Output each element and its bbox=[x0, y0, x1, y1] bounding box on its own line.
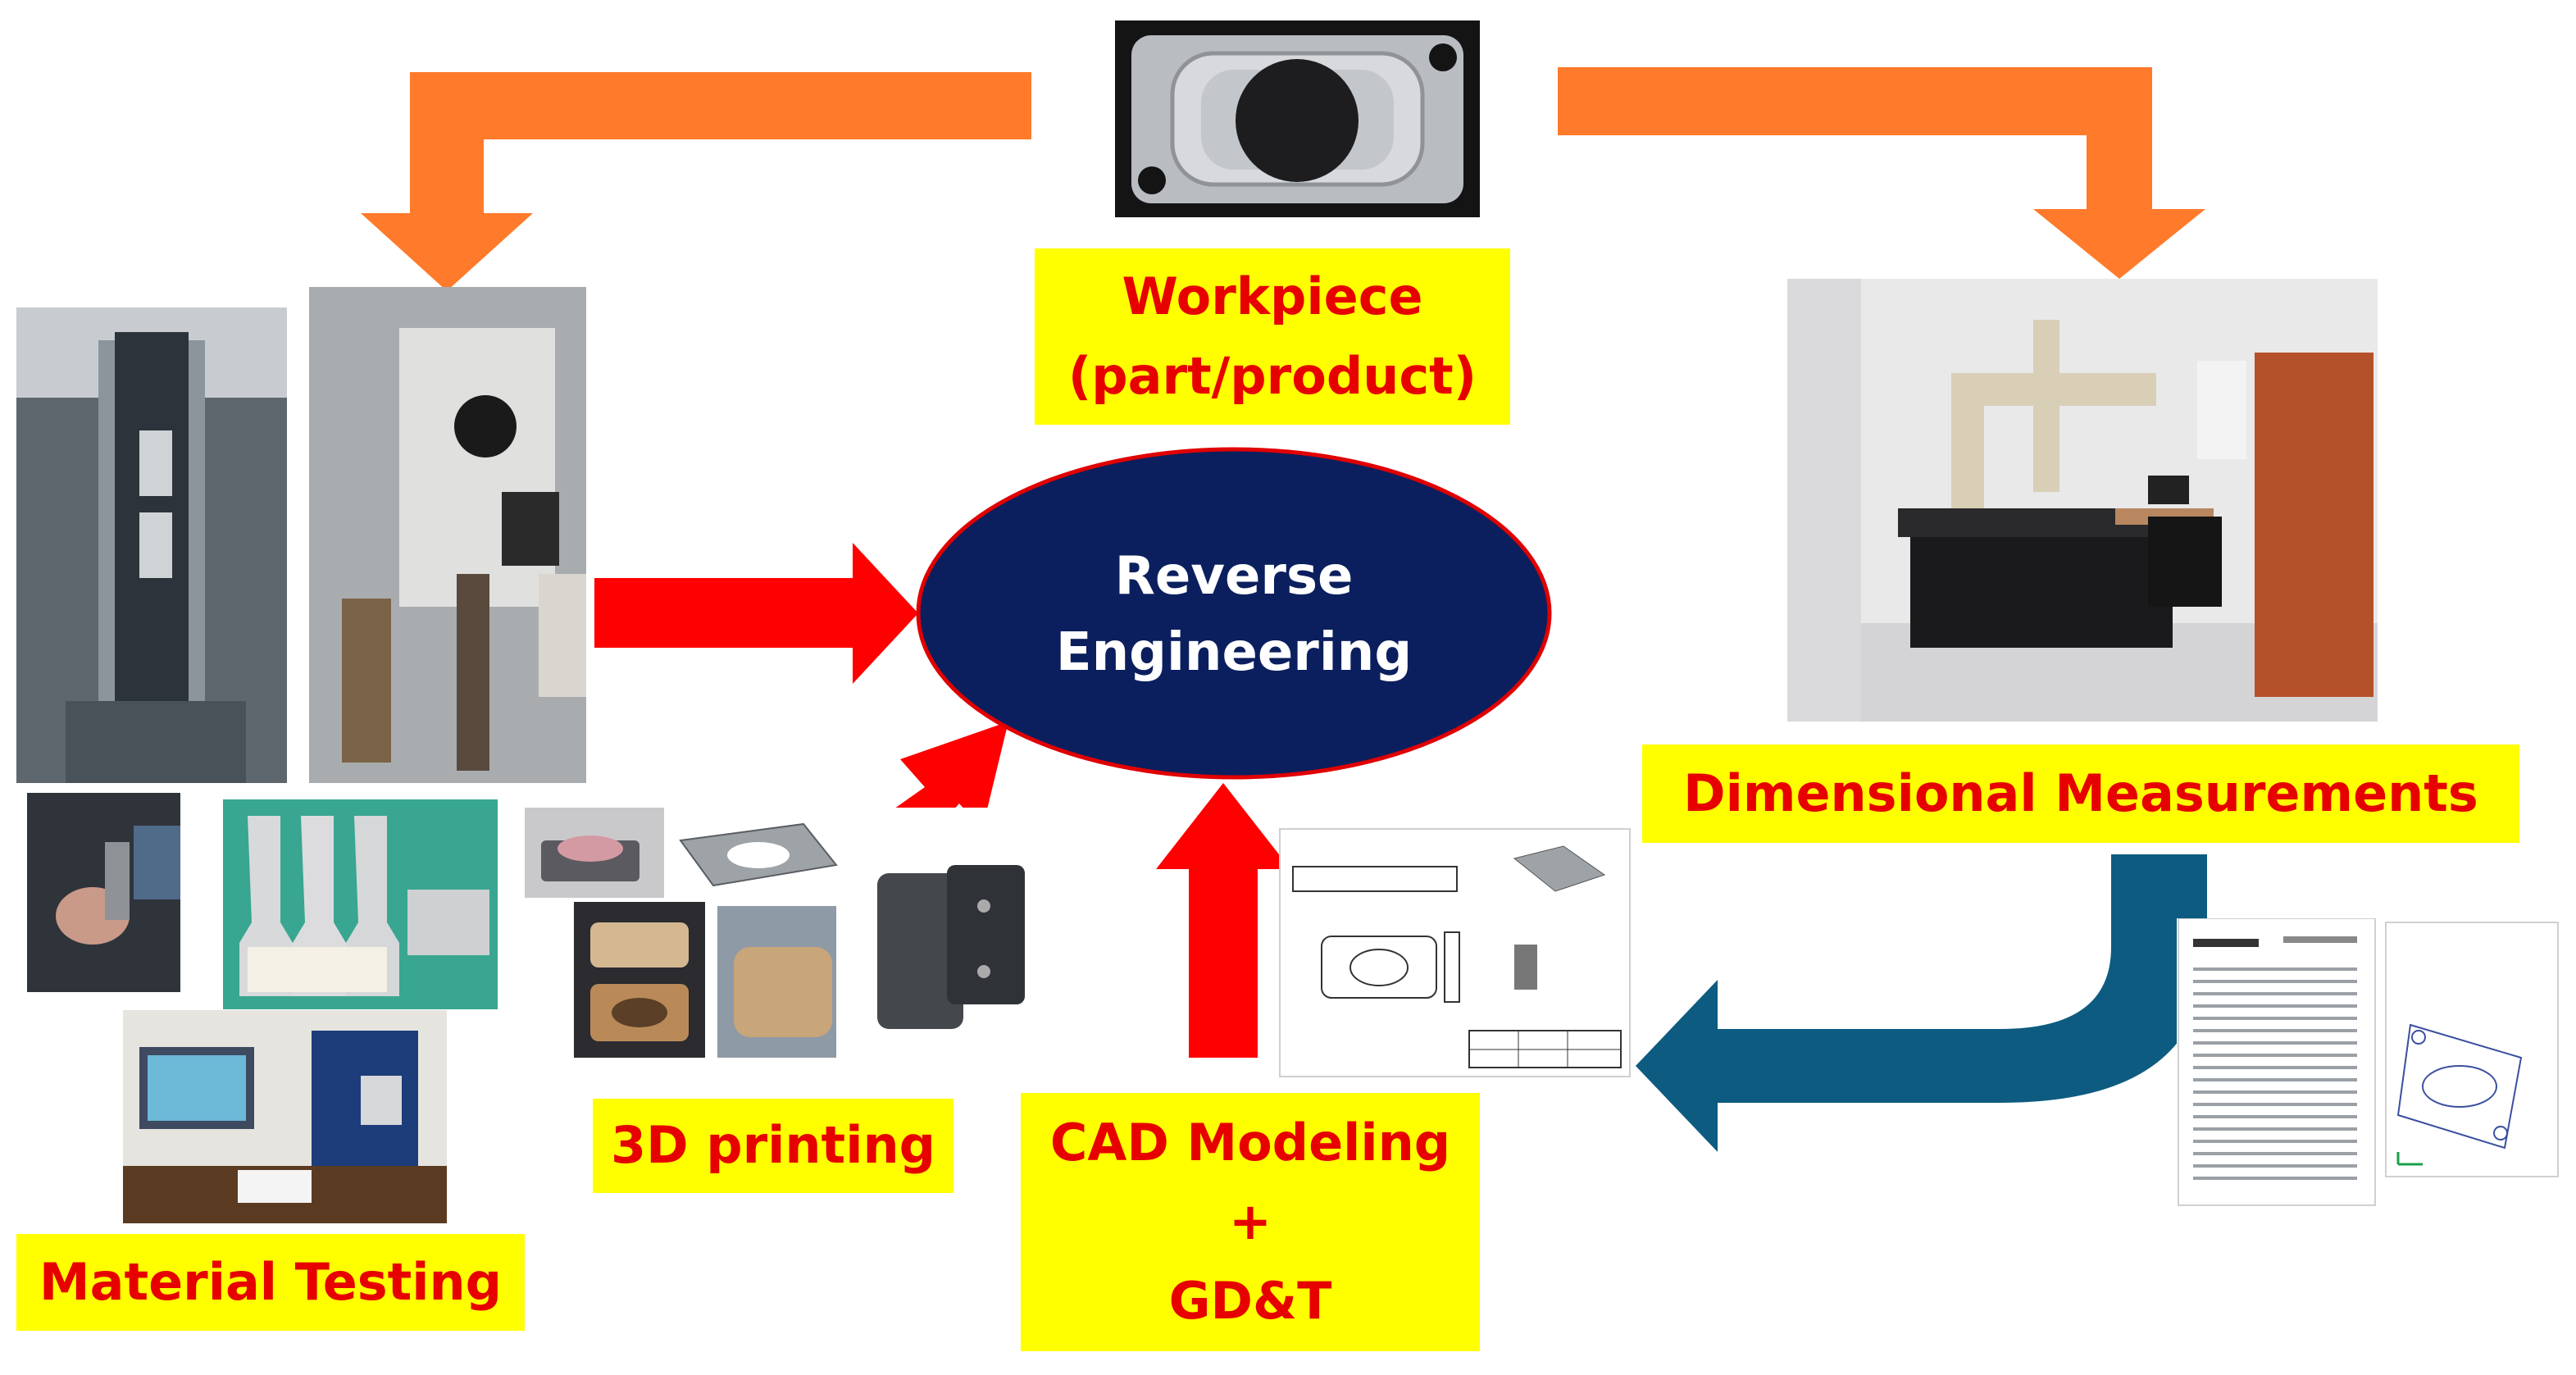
center-label-line1: Reverse bbox=[1114, 546, 1354, 608]
printed-parts-icon bbox=[525, 808, 1025, 1058]
universal-testing-machine-icon bbox=[309, 287, 586, 783]
technical-drawing-icon bbox=[1292, 845, 1622, 1068]
measurement-report-icon bbox=[2178, 918, 2559, 1206]
cad-label-line1: CAD Modeling bbox=[1049, 1113, 1451, 1173]
cad-label-line3: GD&T bbox=[1168, 1270, 1332, 1331]
workpiece-plate-icon bbox=[1131, 35, 1463, 203]
specimen-in-hand-icon bbox=[27, 793, 180, 992]
printing-label: 3D printing bbox=[593, 1099, 953, 1193]
hand-specimen-photo bbox=[27, 793, 180, 992]
measurement-report-photo bbox=[2177, 918, 2562, 1213]
material-testing-label: Material Testing bbox=[16, 1234, 525, 1331]
material-testing-label-text: Material Testing bbox=[39, 1251, 503, 1312]
workpiece-label: Workpiece (part/product) bbox=[1035, 248, 1510, 425]
cad-label-line2: + bbox=[1229, 1191, 1272, 1252]
center-ellipse bbox=[916, 447, 1552, 780]
workpiece-label-line1: Workpiece bbox=[1122, 266, 1423, 327]
workpiece-photo bbox=[1115, 20, 1480, 217]
orange-arrow-right bbox=[1558, 67, 2205, 279]
center-label-line2: Engineering bbox=[1055, 622, 1413, 683]
cmm-room-photo bbox=[1787, 279, 2378, 722]
printing-label-text: 3D printing bbox=[611, 1115, 935, 1176]
cad-label: CAD Modeling + GD&T bbox=[1021, 1093, 1480, 1351]
red-arrow-testing bbox=[594, 543, 918, 684]
center-label: Reverse Engineering bbox=[967, 517, 1500, 713]
workpiece-label-line2: (part/product) bbox=[1067, 345, 1477, 406]
dimensional-label: Dimensional Measurements bbox=[1642, 744, 2519, 843]
spectrometer-icon bbox=[123, 1010, 447, 1223]
cad-drawing-photo bbox=[1279, 828, 1631, 1077]
red-arrow-cad bbox=[1156, 783, 1290, 1058]
tensile-testing-machine-icon bbox=[16, 307, 287, 783]
blue-arrow-return bbox=[1636, 854, 2207, 1152]
tensile-machine-photo-2 bbox=[309, 287, 586, 783]
specimens-photo bbox=[223, 799, 498, 1009]
dimensional-label-text: Dimensional Measurements bbox=[1683, 763, 2478, 823]
spectrometer-photo bbox=[123, 1010, 447, 1223]
orange-arrow-left bbox=[361, 72, 1031, 291]
tensile-machine-photo-1 bbox=[16, 307, 287, 783]
cmm-room-icon bbox=[1787, 279, 2378, 722]
printed-parts-photo bbox=[525, 808, 1041, 1062]
tensile-specimens-icon bbox=[223, 799, 498, 1009]
